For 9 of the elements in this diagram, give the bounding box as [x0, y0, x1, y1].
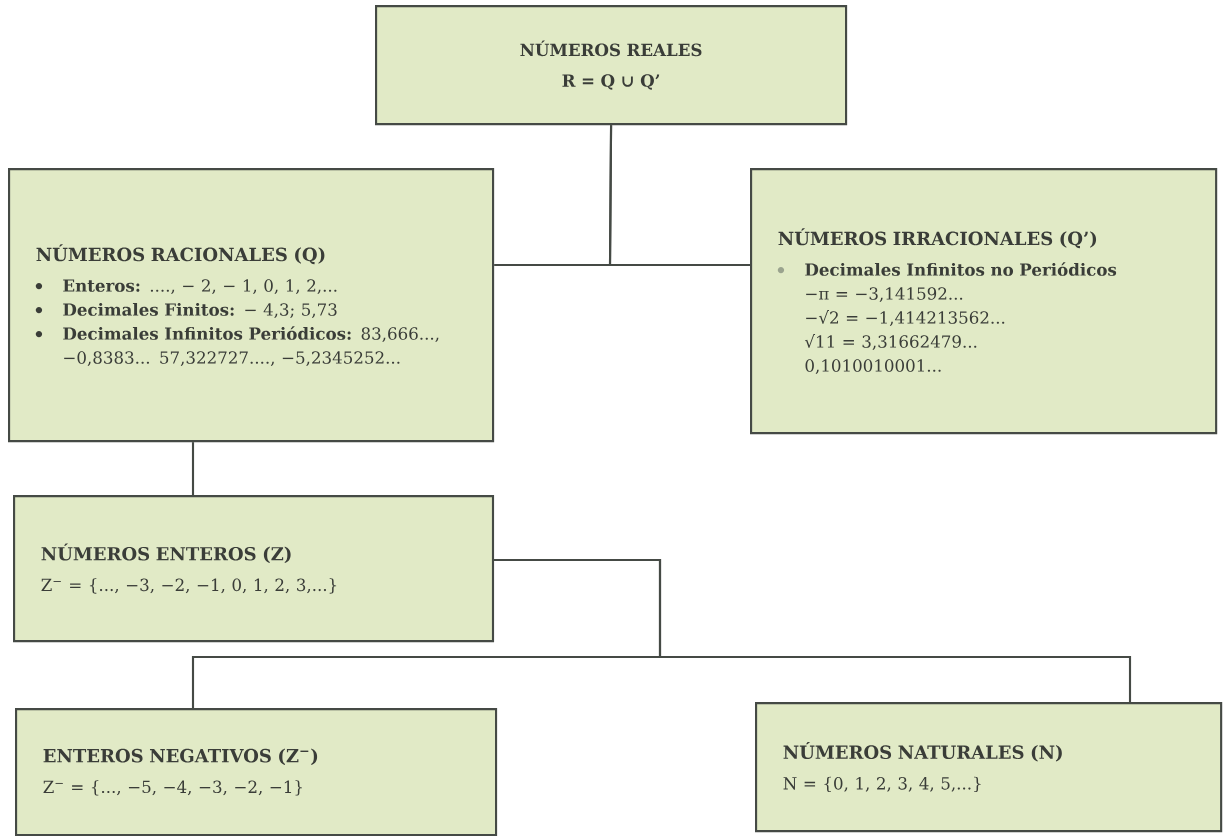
- category-box: ENTEROS NEGATIVOS (Z$^{−}$) Z$^{−}$ = {..., −5, −4, −3, −2, −1}: [15, 708, 498, 836]
- category-box: NÚMEROS IRRACIONALES (Q’) Decimales Infinitos no Periódicos −π = −3,141592... −√2 = −1,414213562... √11 = 3,31662479... 0,1010010001...: [750, 168, 1218, 435]
- category-box: NÚMEROS ENTEROS (Z) Z$^{−}$ = {..., −3, −2, −1, 0, 1, 2, 3,...}: [13, 495, 495, 643]
- connector-line: [494, 558, 1132, 702]
- category-box: NÚMEROS NATURALES (N) N = {0, 1, 2, 3, 4, 5,...}: [755, 702, 1223, 833]
- connector-line: [608, 125, 750, 267]
- category-box: NÚMEROS RACIONALES (Q) Enteros: ...., − 2, − 1, 0, 1, 2,... Decimales Finitos: − 4,3; 5,73 Decimales Infinitos Periódicos: 83,666..., −0,8383... 57,322727...., −5,2345252...: [8, 168, 495, 443]
- connector-line: [191, 442, 195, 495]
- category-box: NÚMEROS REALES R = Q ∪ Q’: [375, 5, 848, 126]
